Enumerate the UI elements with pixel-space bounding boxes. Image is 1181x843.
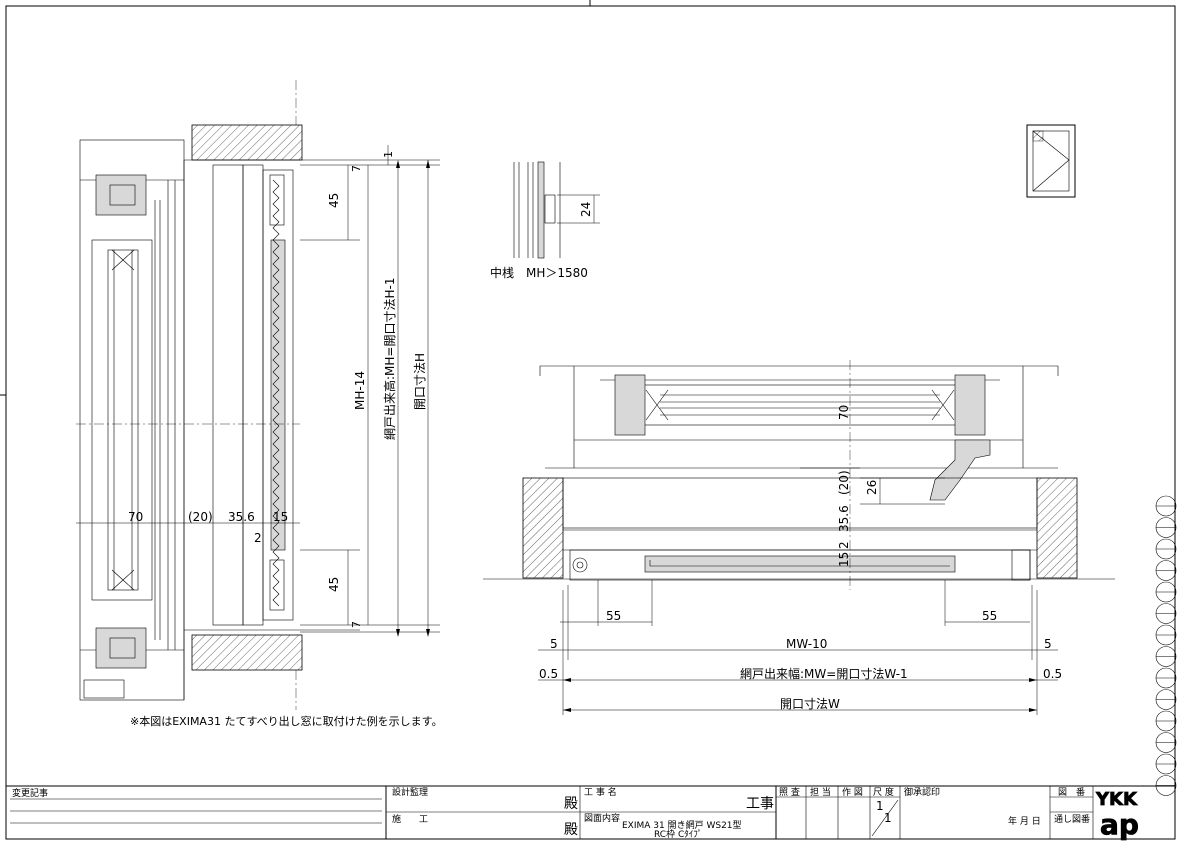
label-mh14: MH-14 bbox=[353, 371, 367, 410]
vertical-dimensions bbox=[300, 145, 440, 637]
scale-label: 尺 度 bbox=[873, 786, 894, 798]
check-label: 照 査 bbox=[779, 786, 800, 798]
revision-circles bbox=[1155, 495, 1177, 796]
logo-ykk: YKK bbox=[1095, 789, 1138, 810]
dim-15: 15 bbox=[273, 510, 288, 524]
window-type-icon bbox=[1026, 124, 1076, 198]
dim-45-bottom: 45 bbox=[327, 577, 341, 592]
drawing-no-label: 図 番 bbox=[1058, 786, 1085, 798]
label-net-width: 網戸出来幅:MW=開口寸法W-1 bbox=[740, 666, 908, 681]
drawn-label: 作 図 bbox=[842, 786, 863, 798]
vertical-section bbox=[76, 80, 360, 710]
mullion-caption: 中桟 MH＞1580 bbox=[490, 265, 588, 280]
revision-label: 変更記事 bbox=[12, 787, 48, 799]
h-dim-2: 2 bbox=[837, 541, 851, 549]
h-dim-20: (20) bbox=[837, 470, 851, 495]
dim-20: (20) bbox=[188, 510, 213, 524]
h-dim-35-6: 35.6 bbox=[837, 505, 851, 532]
scale-num: 1 bbox=[876, 799, 884, 813]
h-dim-55-left: 55 bbox=[606, 609, 621, 623]
h-dim-70: 70 bbox=[837, 405, 851, 420]
dim-70: 70 bbox=[128, 510, 143, 524]
horizontal-dimensions bbox=[538, 467, 1058, 715]
h-dim-5-left: 5 bbox=[550, 637, 558, 651]
drawing-content-line1: EXIMA 31 開き網戸 WS21型 bbox=[622, 819, 742, 831]
mullion-dim-24: 24 bbox=[579, 202, 593, 217]
construction-label: 施 工 bbox=[392, 813, 428, 825]
approval-label: 御承認印 bbox=[904, 786, 940, 798]
date-label: 年 月 日 bbox=[1008, 815, 1041, 827]
scale-den: 1 bbox=[884, 811, 892, 825]
h-dim-05-left: 0.5 bbox=[539, 667, 558, 681]
dim-1: 1 bbox=[382, 151, 395, 158]
h-dim-55-right: 55 bbox=[982, 609, 997, 623]
label-opening-h: 開口寸法H bbox=[413, 353, 427, 410]
horizontal-section bbox=[483, 360, 1115, 590]
title-block bbox=[5, 785, 1176, 840]
honorific-1: 殿 bbox=[564, 796, 578, 812]
drawing-content-label: 図面内容 bbox=[584, 812, 620, 824]
label-net-height: 網戸出来高:MH=開口寸法H-1 bbox=[382, 278, 397, 440]
h-dim-5-right: 5 bbox=[1044, 637, 1052, 651]
label-mw10: MW-10 bbox=[786, 637, 827, 651]
dim-2: 2 bbox=[254, 531, 262, 545]
charge-label: 担 当 bbox=[810, 786, 831, 798]
dim-7-bottom: 7 bbox=[350, 621, 363, 628]
logo-ap: ap bbox=[1100, 808, 1139, 841]
project-name-label: 工 事 名 bbox=[584, 786, 617, 798]
h-dim-05-right: 0.5 bbox=[1043, 667, 1062, 681]
label-opening-w: 開口寸法W bbox=[780, 697, 840, 711]
h-dim-15: 15 bbox=[837, 552, 851, 567]
note: ※本図はEXIMA31 たてすべり出し窓に取付けた例を示します。 bbox=[130, 714, 443, 728]
h-dim-26: 26 bbox=[865, 480, 879, 495]
project-suffix: 工事 bbox=[746, 796, 774, 812]
honorific-2: 殿 bbox=[564, 822, 578, 838]
mullion-detail bbox=[513, 161, 600, 259]
dim-35-6: 35.6 bbox=[228, 510, 255, 524]
serial-no-label: 通し図番 bbox=[1054, 813, 1090, 825]
drawing-content-line2: RC枠 Cﾀｲﾌﾟ bbox=[654, 828, 702, 840]
design-supervision: 設計監理 bbox=[392, 786, 428, 798]
dim-45-top: 45 bbox=[327, 193, 341, 208]
dim-7-top: 7 bbox=[350, 165, 363, 172]
